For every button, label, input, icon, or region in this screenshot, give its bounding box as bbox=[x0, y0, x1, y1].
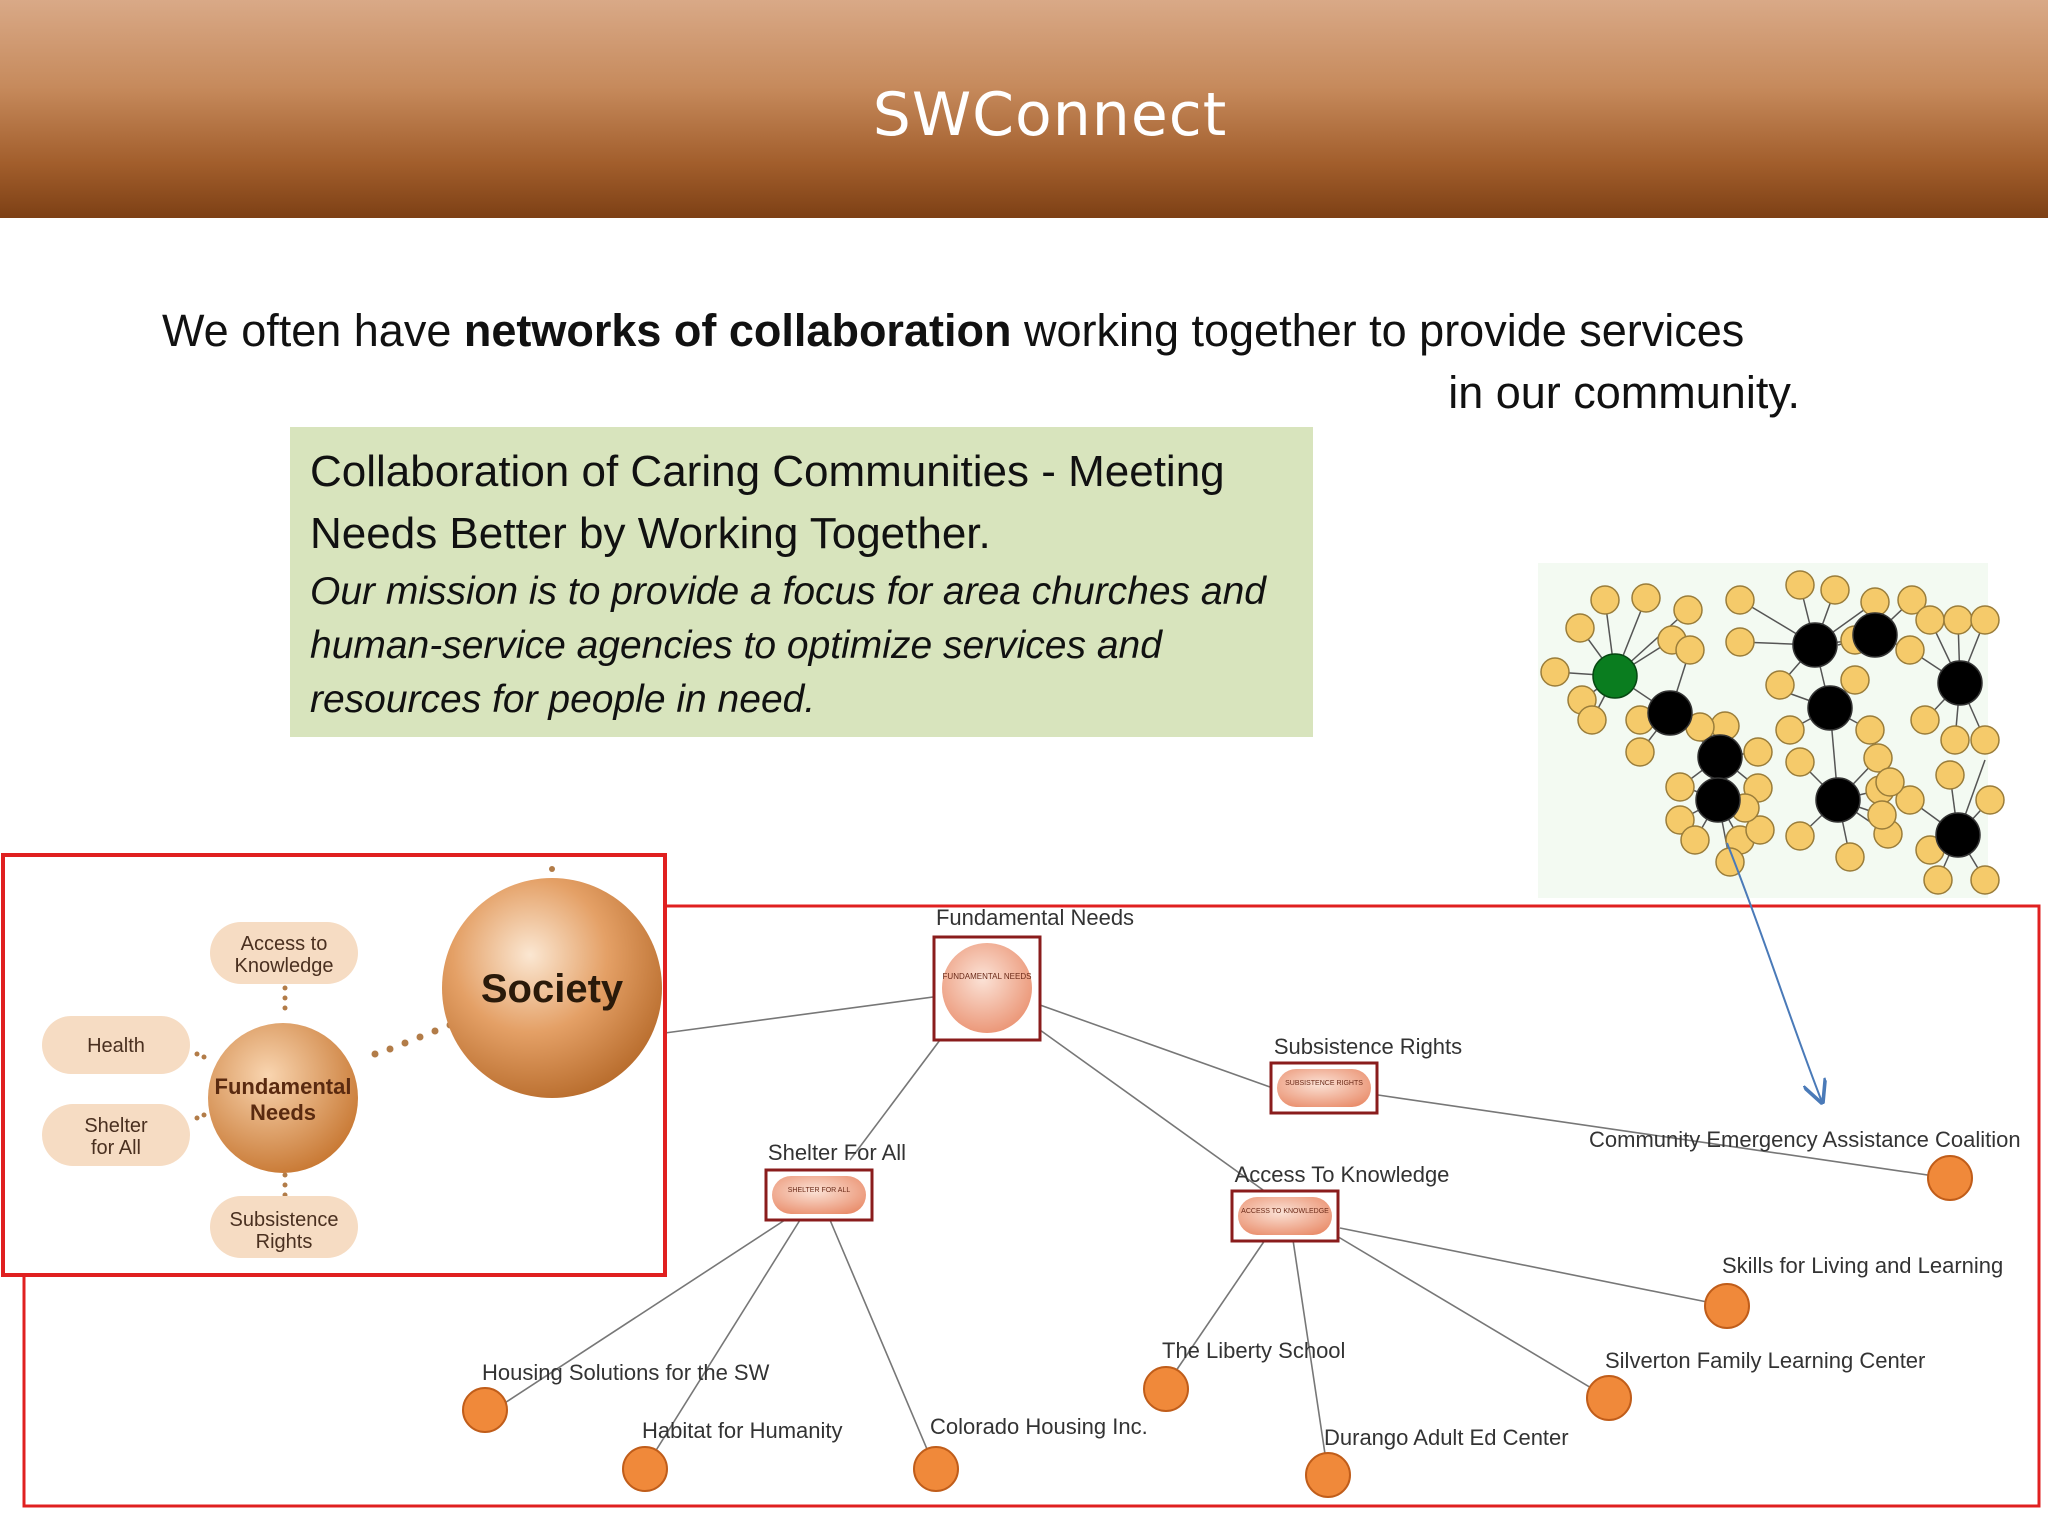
shelter-for-all-label: Shelter For All bbox=[768, 1140, 906, 1165]
housing-solutions-label: Housing Solutions for the SW bbox=[482, 1360, 770, 1385]
access-to-knowledge-node bbox=[1238, 1197, 1332, 1235]
colorado-housing-label: Colorado Housing Inc. bbox=[930, 1414, 1148, 1439]
intro-text-start: We often have bbox=[162, 305, 464, 356]
fundamental-needs-label: Fundamental Needs bbox=[936, 905, 1134, 930]
fundamental-needs-center-line1: Fundamental bbox=[215, 1074, 352, 1099]
intro-text-emphasis: networks of collaboration bbox=[463, 305, 1012, 356]
subsistence-pill-line1: Subsistence bbox=[230, 1209, 339, 1231]
shelter-pill-line2: for All bbox=[91, 1137, 141, 1159]
slide-title: SWConnect bbox=[872, 80, 1228, 150]
access-pill-line2: Knowledge bbox=[235, 955, 334, 977]
intro-text: We often have networks of collaboration … bbox=[162, 300, 1812, 424]
pill-shelter-for-all: Shelter for All bbox=[42, 1104, 190, 1166]
node-shelter-for-all[interactable]: SHELTER FOR ALL Shelter For All bbox=[764, 1140, 906, 1222]
shelter-for-all-node bbox=[772, 1176, 866, 1214]
intro-text-line2: in our community. bbox=[1448, 367, 1800, 418]
habitat-node[interactable] bbox=[622, 1446, 668, 1492]
network-map-edges bbox=[493, 989, 1949, 1475]
link-arrow bbox=[1726, 842, 1822, 1102]
colorado-housing-node[interactable] bbox=[913, 1446, 959, 1492]
ceac-node[interactable] bbox=[1927, 1155, 1973, 1201]
subsistence-rights-node bbox=[1277, 1069, 1371, 1107]
pill-subsistence-rights: Subsistence Rights bbox=[210, 1196, 358, 1258]
concept-diagram: Society Fundamental Needs Access to Know… bbox=[1, 853, 667, 1277]
mission-heading: Collaboration of Caring Communities - Me… bbox=[310, 447, 1225, 558]
pill-access-to-knowledge: Access to Knowledge bbox=[210, 922, 358, 984]
skills-label: Skills for Living and Learning bbox=[1722, 1253, 2003, 1278]
liberty-label: The Liberty School bbox=[1162, 1338, 1345, 1363]
concept-connector-dots bbox=[194, 866, 555, 1198]
habitat-label: Habitat for Humanity bbox=[642, 1418, 843, 1443]
subsistence-rights-label: Subsistence Rights bbox=[1274, 1034, 1462, 1059]
access-to-knowledge-label: Access To Knowledge bbox=[1235, 1162, 1450, 1187]
node-fundamental-needs[interactable]: FUNDAMENTAL NEEDS Fundamental Needs bbox=[932, 905, 1134, 1042]
skills-node[interactable] bbox=[1704, 1283, 1750, 1329]
subsistence-pill-line2: Rights bbox=[256, 1231, 313, 1253]
fundamental-needs-node bbox=[942, 943, 1032, 1033]
mission-box: Collaboration of Caring Communities - Me… bbox=[290, 427, 1313, 737]
node-access-to-knowledge[interactable]: ACCESS TO KNOWLEDGE Access To Knowledge bbox=[1230, 1162, 1450, 1243]
intro-text-end: working together to provide services bbox=[1011, 305, 1745, 356]
network-graph-hub-nodes bbox=[1647, 612, 1983, 858]
silverton-label: Silverton Family Learning Center bbox=[1605, 1348, 1925, 1373]
shelter-for-all-box-label: SHELTER FOR ALL bbox=[788, 1187, 851, 1194]
silverton-node[interactable] bbox=[1586, 1375, 1632, 1421]
access-to-knowledge-box-label: ACCESS TO KNOWLEDGE bbox=[1241, 1208, 1329, 1215]
shelter-pill-shape bbox=[42, 1104, 190, 1166]
access-pill-line1: Access to bbox=[241, 933, 328, 955]
subsistence-pill-shape bbox=[210, 1196, 358, 1258]
health-pill-label: Health bbox=[87, 1035, 145, 1057]
pill-health: Health bbox=[42, 1016, 190, 1074]
shelter-pill-line1: Shelter bbox=[84, 1115, 148, 1137]
subsistence-rights-box-label: SUBSISTENCE RIGHTS bbox=[1285, 1080, 1363, 1087]
durango-label: Durango Adult Ed Center bbox=[1324, 1425, 1569, 1450]
fundamental-needs-box-label: FUNDAMENTAL NEEDS bbox=[943, 972, 1032, 981]
fundamental-needs-circle: Fundamental Needs bbox=[208, 1023, 358, 1173]
access-pill-shape bbox=[210, 922, 358, 984]
organization-labels: Community Emergency Assistance Coalition… bbox=[482, 1127, 2021, 1450]
health-pill-shape bbox=[42, 1016, 190, 1074]
durango-node[interactable] bbox=[1305, 1452, 1351, 1498]
mission-statement: Our mission is to provide a focus for ar… bbox=[310, 570, 1266, 721]
housing-solutions-node[interactable] bbox=[462, 1387, 508, 1433]
ceac-label: Community Emergency Assistance Coalition bbox=[1589, 1127, 2021, 1152]
network-graph-focus-node bbox=[1592, 653, 1638, 699]
fundamental-needs-center-line2: Needs bbox=[250, 1100, 316, 1125]
node-subsistence-rights[interactable]: SUBSISTENCE RIGHTS Subsistence Rights bbox=[1269, 1034, 1462, 1115]
society-label: Society bbox=[481, 967, 624, 1011]
organization-nodes bbox=[462, 1155, 1973, 1498]
network-graph-image bbox=[1538, 563, 2005, 898]
liberty-node[interactable] bbox=[1143, 1366, 1189, 1412]
title-bar: SWConnect bbox=[0, 0, 2048, 218]
society-node bbox=[442, 878, 662, 1098]
fundamental-needs-center-node bbox=[208, 1023, 358, 1173]
society-circle: Society bbox=[442, 878, 662, 1098]
